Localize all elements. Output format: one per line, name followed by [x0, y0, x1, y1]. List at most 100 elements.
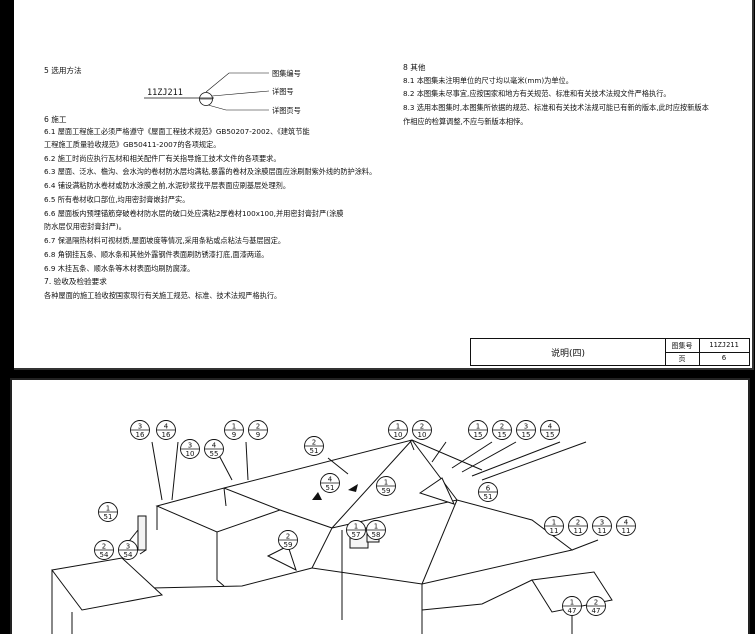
callout-page-number: 59 — [284, 541, 293, 549]
detail-callout: 211 — [568, 516, 588, 536]
detail-callout: 415 — [540, 420, 560, 440]
callout-page-number: 15 — [498, 431, 507, 439]
callout-page-number: 47 — [592, 607, 601, 615]
callout-page-number: 11 — [550, 527, 559, 535]
section7-heading: 7. 验收及检验要求 — [44, 277, 107, 286]
detail-callout: 254 — [94, 540, 114, 560]
callout-detail-number: 1 — [106, 505, 110, 513]
detail-callout: 315 — [516, 420, 536, 440]
page-label: 页 — [678, 355, 686, 363]
callout-detail-number: 4 — [328, 476, 333, 484]
section6-item: 6.1 屋面工程施工必须严格遵守《屋面工程技术规范》GB50207-2002、《… — [44, 127, 310, 136]
callout-page-number: 59 — [382, 487, 391, 495]
detail-callout: 157 — [346, 520, 366, 540]
detail-callout: 310 — [180, 439, 200, 459]
callout-page-number: 15 — [474, 431, 483, 439]
detail-callout: 159 — [376, 476, 396, 496]
callout-detail-number: 1 — [476, 423, 480, 431]
section5-heading: 5 选用方法 — [44, 66, 82, 75]
section6-item: 6.2 施工时尚应执行瓦材和相关配件厂有关指导施工技术文件的各项要求。 — [44, 154, 281, 163]
detail-callout: 259 — [278, 530, 298, 550]
callout-detail-number: 1 — [570, 599, 574, 607]
callout-detail-number: 4 — [548, 423, 553, 431]
detail-callout: 29 — [248, 420, 268, 440]
callout-detail-number: 1 — [552, 519, 556, 527]
detail-callout: 19 — [224, 420, 244, 440]
notes-sheet: 5 选用方法 11ZJ211 图集编号 详图号 详图页号 6 施工 6.1 屋面… — [14, 0, 754, 370]
section6-item: 防水层仅用密封膏封严)。 — [44, 222, 126, 231]
title-block: 说明(四) 图集号 11ZJ211 页 6 — [470, 338, 750, 366]
detail-callout: 210 — [412, 420, 432, 440]
callout-detail-number: 2 — [286, 533, 290, 541]
callout-detail-number: 1 — [384, 479, 388, 487]
detail-callout: 215 — [492, 420, 512, 440]
section8-item: 8.1 本图集未注明单位的尺寸均以毫米(mm)为单位。 — [403, 76, 573, 85]
detail-callout: 455 — [204, 439, 224, 459]
detail-callout: 316 — [130, 420, 150, 440]
callout-page-number: 11 — [622, 527, 631, 535]
index-symbol-diagram — [144, 72, 270, 111]
atlas-label: 图集号 — [671, 342, 693, 350]
callout-page-number: 15 — [546, 431, 555, 439]
label-detail-page: 详图页号 — [272, 106, 301, 115]
callout-detail-number: 6 — [486, 485, 491, 493]
detail-callout: 651 — [478, 482, 498, 502]
callout-page-number: 10 — [394, 431, 403, 439]
callout-page-number: 54 — [124, 551, 133, 559]
callout-detail-number: 3 — [600, 519, 604, 527]
section6-item: 6.4 铺设满粘防水卷材或防水涂膜之前,水泥砂浆找平层表面应刷基层处理剂。 — [44, 181, 291, 190]
callout-detail-number: 2 — [500, 423, 504, 431]
section6-item: 6.3 屋面、泛水、檐沟、会水沟的卷材防水层均满粘,暴露的卷材及涂膜层面应涂刷耐… — [44, 167, 377, 176]
section8-item: 8.3 选用本图集时,本图集所依据的规范、标准和有关技术法规可能已有新的版本,此… — [403, 103, 709, 112]
callout-page-number: 15 — [522, 431, 531, 439]
detail-callout: 158 — [366, 520, 386, 540]
callout-page-number: 58 — [372, 531, 381, 539]
callout-detail-number: 2 — [102, 543, 106, 551]
callout-detail-number: 3 — [138, 423, 142, 431]
callout-detail-number: 4 — [212, 442, 217, 450]
callout-page-number: 51 — [326, 484, 335, 492]
section6-item: 6.8 角钢挂瓦条、顺水条和其他外露钢件表面刷防锈漆打底,面漆两道。 — [44, 250, 269, 259]
callout-detail-number: 1 — [374, 523, 378, 531]
callout-page-number: 9 — [256, 431, 260, 439]
callout-detail-number: 1 — [354, 523, 358, 531]
callout-page-number: 51 — [104, 513, 113, 521]
callout-detail-number: 1 — [232, 423, 236, 431]
atlas-value: 11ZJ211 — [709, 341, 739, 349]
section6-item: 6.7 保温隔热材料可视材质,屋面坡度等情况,采用条粘或点粘法与基层固定。 — [44, 236, 286, 245]
detail-callout: 115 — [468, 420, 488, 440]
detail-callout: 151 — [98, 502, 118, 522]
callout-page-number: 9 — [232, 431, 236, 439]
section6-item: 工程施工质量验收规范》GB50411-2007的各项规定。 — [44, 140, 221, 149]
section6-item: 6.6 屋面板内预埋锚筋穿破卷材防水层的破口处应满粘2厚卷材100x100,并用… — [44, 209, 344, 218]
callout-page-number: 54 — [100, 551, 109, 559]
callout-detail-number: 2 — [312, 439, 316, 447]
callout-detail-number: 3 — [524, 423, 528, 431]
callout-page-number: 16 — [136, 431, 145, 439]
label-atlas-number: 图集编号 — [272, 69, 301, 78]
detail-callout: 311 — [592, 516, 612, 536]
sheet-title: 说明(四) — [550, 349, 586, 359]
section8-heading: 8 其他 — [403, 63, 426, 72]
callout-detail-number: 3 — [188, 442, 192, 450]
section6-item: 6.9 木挂瓦条、顺水条等木材表面均刷防腐漆。 — [44, 264, 195, 273]
section6-item: 6.5 所有卷材收口部位,均用密封膏嵌封严实。 — [44, 195, 190, 204]
detail-callout: 111 — [544, 516, 564, 536]
callout-page-number: 51 — [484, 493, 493, 501]
index-code: 11ZJ211 — [147, 88, 183, 98]
page-value: 6 — [721, 354, 727, 362]
detail-callout: 147 — [562, 596, 582, 616]
callout-detail-number: 2 — [594, 599, 598, 607]
callout-page-number: 51 — [310, 447, 319, 455]
callout-detail-number: 4 — [164, 423, 169, 431]
callout-detail-number: 2 — [420, 423, 424, 431]
callout-page-number: 10 — [186, 450, 195, 458]
callout-page-number: 16 — [162, 431, 171, 439]
detail-callout: 411 — [616, 516, 636, 536]
detail-callout: 251 — [304, 436, 324, 456]
section8-item: 8.2 本图集未尽事宜,应按国家和地方有关规范、标准和有关技术法规文件严格执行。 — [403, 89, 671, 98]
callout-page-number: 11 — [598, 527, 607, 535]
roof-axonometric-drawing — [51, 439, 613, 634]
callout-page-number: 11 — [574, 527, 583, 535]
